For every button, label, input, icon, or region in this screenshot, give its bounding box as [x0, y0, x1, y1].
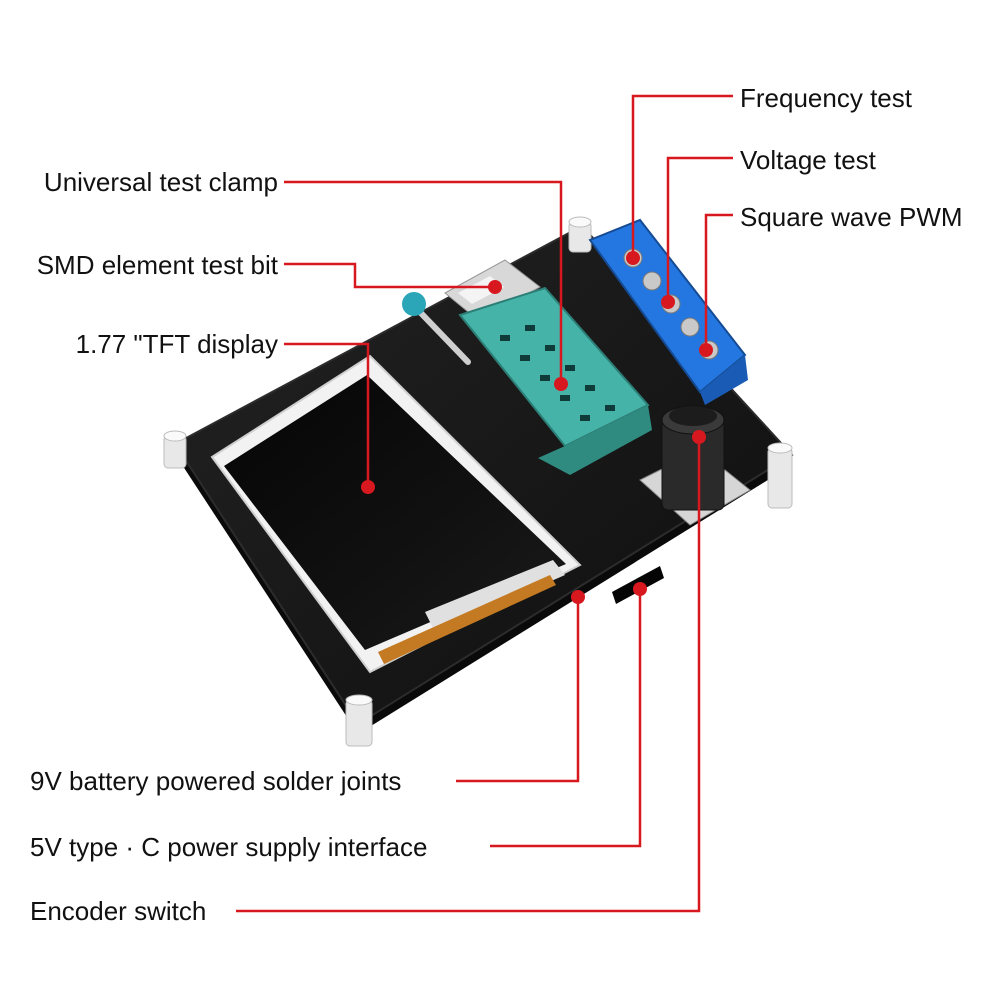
- callout-smd: [284, 262, 495, 289]
- callout-dots: [361, 251, 713, 604]
- label-frequency-test: Frequency test: [740, 83, 912, 113]
- dot-tft: [361, 480, 375, 494]
- zif-socket: [402, 286, 652, 475]
- label-square-wave-pwm: Square wave PWM: [740, 202, 963, 232]
- dot-clamp: [554, 377, 568, 391]
- dot-encoder: [692, 430, 706, 444]
- standoff-right: [767, 442, 793, 509]
- callout-lines: [236, 94, 733, 913]
- callout-tft: [284, 342, 370, 487]
- label-universal-test-clamp: Universal test clamp: [43, 167, 278, 197]
- callout-frequency: [631, 94, 733, 258]
- label-battery-solder-joints: 9V battery powered solder joints: [30, 766, 402, 796]
- dot-battery: [571, 590, 585, 604]
- callout-voltage: [666, 156, 733, 302]
- dot-smd: [488, 280, 502, 294]
- label-typec-power-interface: 5V type · C power supply interface: [30, 832, 428, 862]
- dot-pwm: [699, 343, 713, 357]
- label-encoder-switch: Encoder switch: [30, 896, 207, 926]
- callout-encoder: [236, 437, 701, 913]
- tft-display: [210, 354, 582, 674]
- rotary-encoder: [639, 405, 751, 526]
- label-voltage-test: Voltage test: [740, 145, 876, 175]
- standoff-top: [568, 216, 592, 253]
- label-smd-element-test-bit: SMD element test bit: [36, 250, 278, 280]
- callout-battery: [456, 597, 580, 783]
- dot-voltage: [661, 295, 675, 309]
- callout-typec: [490, 589, 642, 848]
- dot-typec: [633, 582, 647, 596]
- label-tft-display: 1.77 "TFT display: [75, 329, 278, 359]
- callout-pwm: [704, 213, 733, 350]
- standoff-left: [163, 430, 187, 469]
- callout-clamp: [284, 180, 563, 384]
- standoff-bottom: [345, 694, 373, 747]
- dot-frequency: [626, 251, 640, 265]
